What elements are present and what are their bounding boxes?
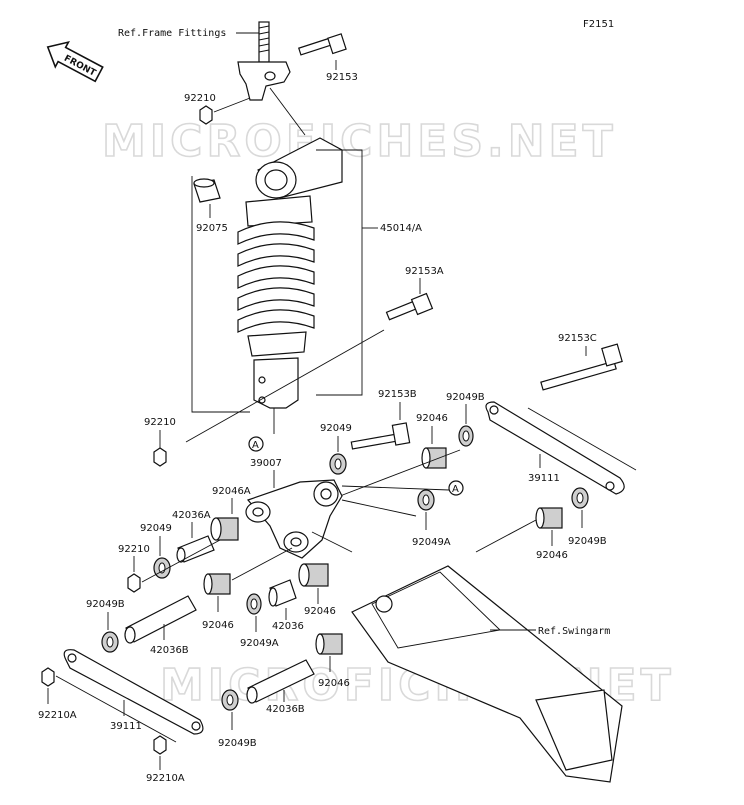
bolt-92153A [385,292,434,321]
label-92046-low: 92046 [318,678,350,689]
sleeve-42036 [268,579,297,607]
nut-92210-top [199,105,213,125]
link-rod-39111-right [485,401,625,495]
label-92049A-c: 92049A [240,638,279,649]
label-42036A: 42036A [172,510,211,521]
label-92049B-low: 92049B [218,738,257,749]
label-39111-left: 39111 [110,721,142,732]
label-92153A: 92153A [405,266,444,277]
label-42036: 42036 [272,621,304,632]
label-92153C: 92153C [558,333,597,344]
nut-92210-mid [153,447,167,467]
figure-code: F2151 [583,19,614,30]
bushing-92075 [193,178,221,203]
label-92210-top: 92210 [184,93,216,104]
label-42036B-low: 42036B [266,704,305,715]
bearing-92046-low [315,633,343,655]
label-92046-c2: 92046 [304,606,336,617]
bearing-92046-right [535,507,563,529]
sleeve-42036B-low [246,659,315,704]
bolt-92153 [298,33,347,56]
swingarm [351,565,623,783]
front-arrow-icon: FRONT [46,40,104,83]
label-92075: 92075 [196,223,228,234]
bearing-92046-top [421,447,447,469]
label-42036B-left: 42036B [150,645,189,656]
label-92046-top: 92046 [416,413,448,424]
label-92049B-left: 92049B [86,599,125,610]
bearing-92046A [210,517,239,541]
nut-92210A-left [41,667,55,687]
label-92210A-left: 92210A [38,710,77,721]
label-39111-right: 39111 [528,473,560,484]
rocker-arm-39007 [245,479,343,559]
label-92210-mid: 92210 [144,417,176,428]
watermark-top: MICROFICHES.NET [102,116,617,167]
bearing-92046-c2 [298,563,329,587]
label-92049-left: 92049 [140,523,172,534]
label-92153-top: 92153 [326,72,358,83]
label-92046-right: 92046 [536,550,568,561]
ref-frame-label: Ref.Frame Fittings [118,28,226,39]
nut-92210A-low [153,735,167,755]
label-92046A: 92046A [212,486,251,497]
label-92049A-right: 92049A [412,537,451,548]
label-92049B-right: 92049B [568,536,607,547]
bolt-92153B [350,422,411,450]
label-92049B-top: 92049B [446,392,485,403]
bolt-92153C [540,343,623,391]
marker-a-left: A [252,440,259,451]
link-rod-39111-left [63,649,204,735]
shock-absorber [237,137,343,409]
marker-a-right: A [452,484,459,495]
label-92210-left: 92210 [118,544,150,555]
ref-swingarm-label: Ref.Swingarm [538,626,610,637]
label-92046-c1: 92046 [202,620,234,631]
label-92210A-low: 92210A [146,773,185,784]
bearing-92046-c1 [203,573,231,595]
label-92153B: 92153B [378,389,417,400]
frame-bracket [237,21,291,101]
label-92049-top: 92049 [320,423,352,434]
label-45014A: 45014/A [380,223,422,234]
sleeve-42036B-left [124,595,197,644]
nut-92210-left [127,573,141,593]
label-39007: 39007 [250,458,282,469]
sleeve-42036A [176,535,215,563]
